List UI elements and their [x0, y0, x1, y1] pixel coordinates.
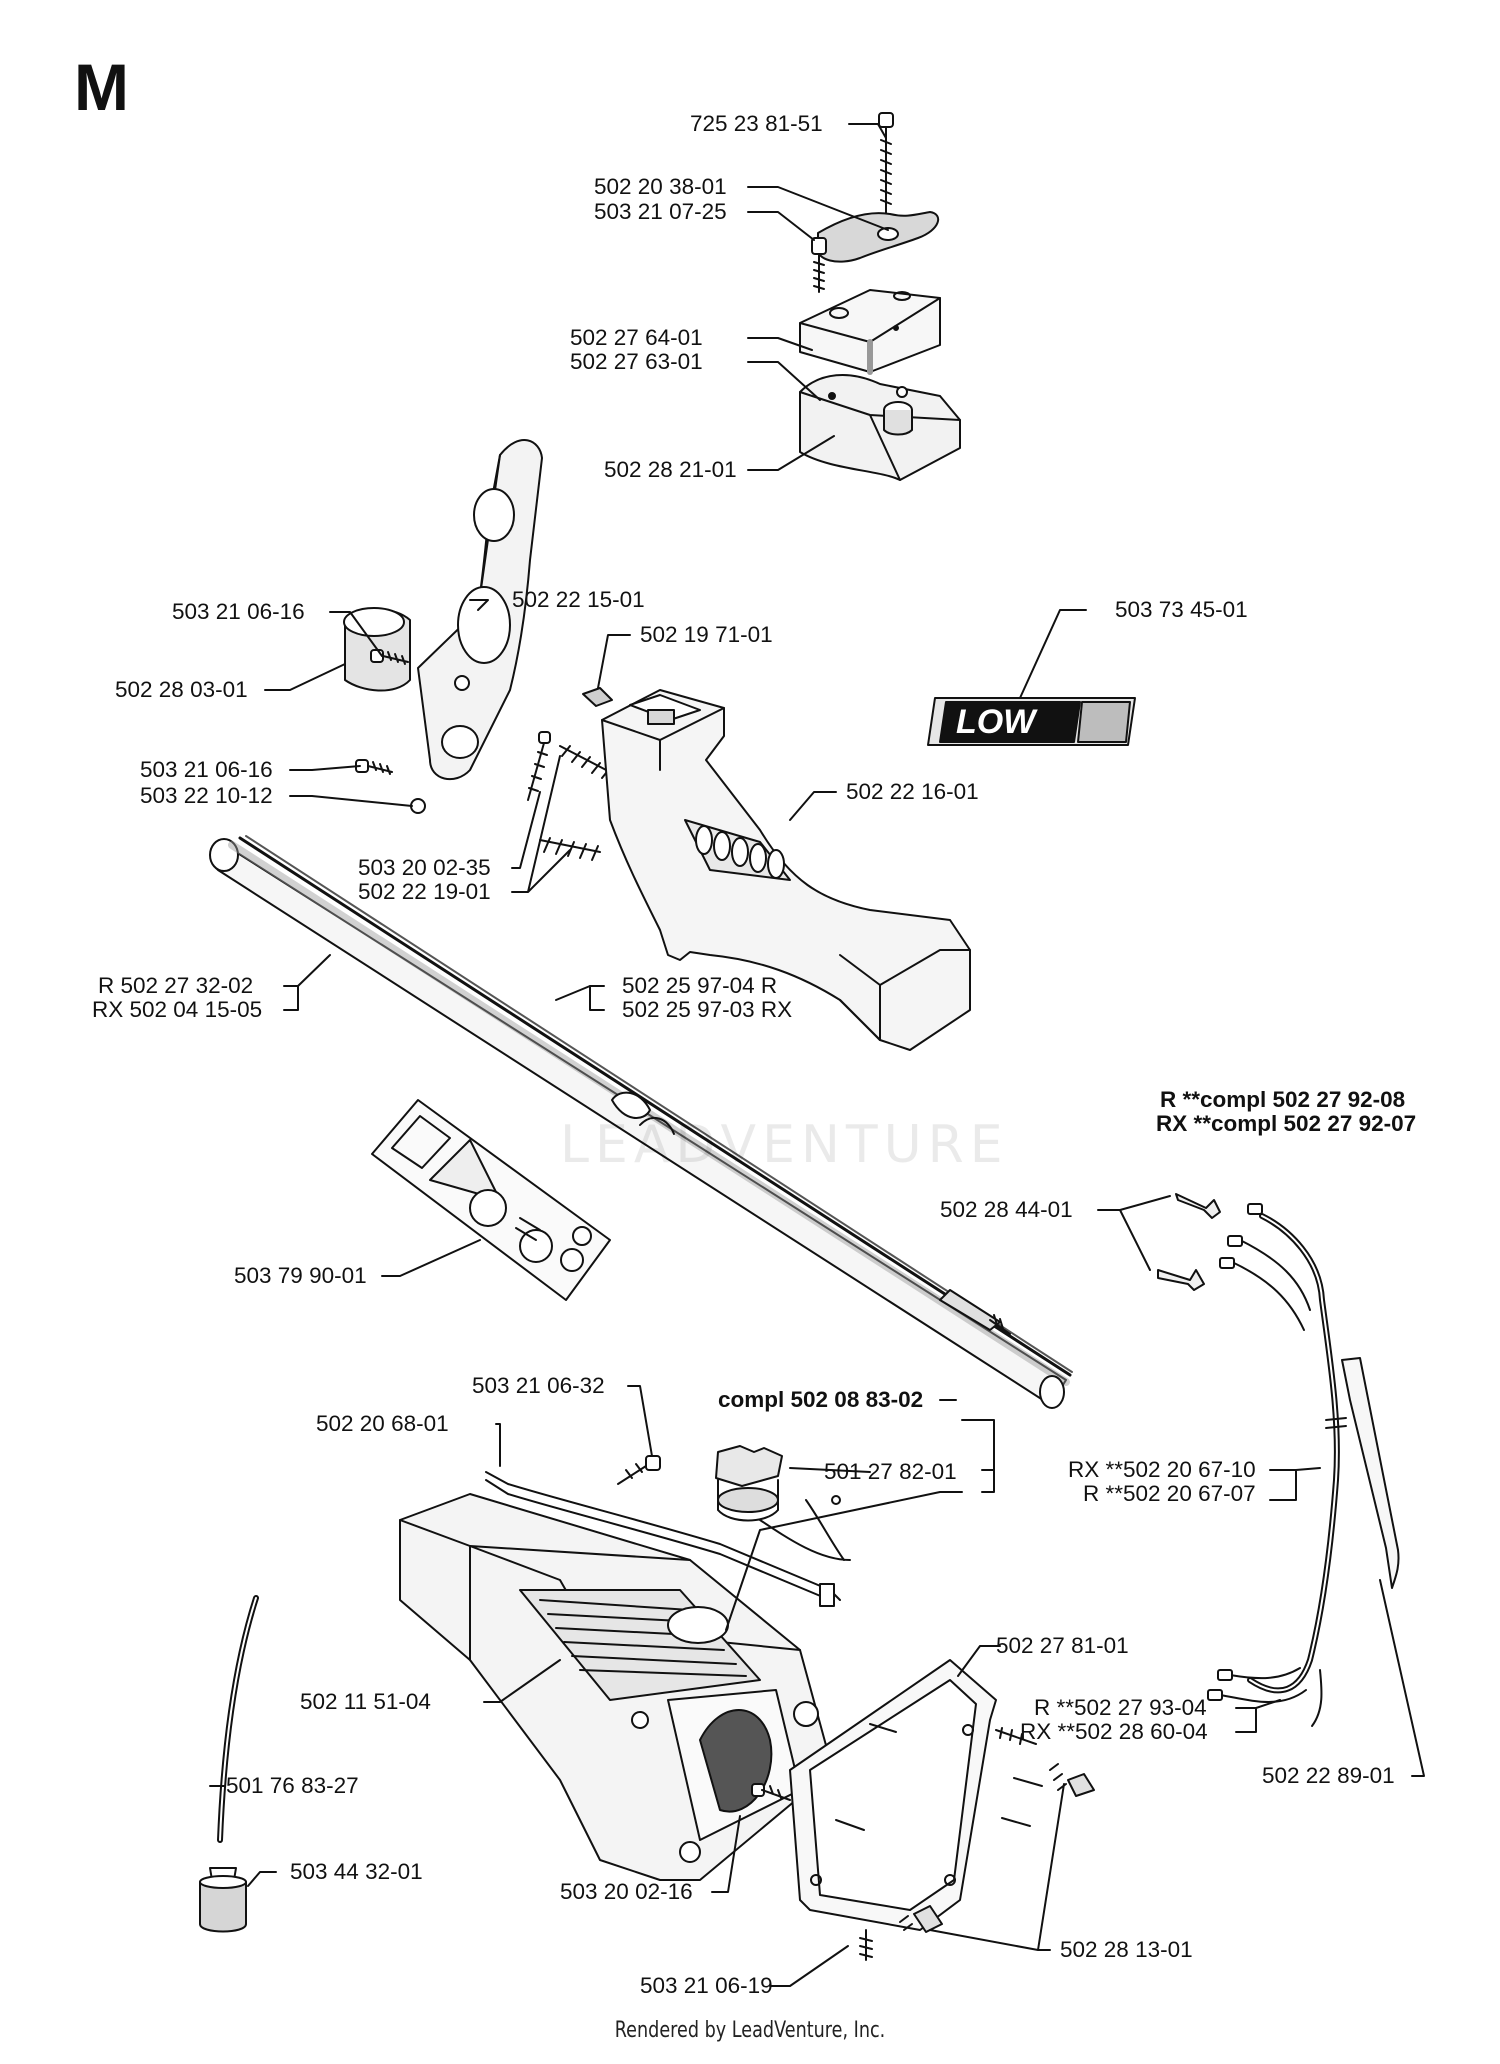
label-502259703: 502 25 97-03 RX: [622, 997, 793, 1022]
footer-credit: Rendered by LeadVenture, Inc.: [614, 2018, 886, 2043]
wing-knob: [816, 211, 940, 263]
label-502206707: R **502 20 67-07: [1083, 1481, 1256, 1506]
screw-503210632: [617, 1455, 661, 1485]
engine-housing-502115104: [399, 1493, 831, 1881]
gasket-502278101: [789, 1659, 997, 1931]
springs-502221901: [539, 745, 611, 861]
label-502279304: R **502 27 93-04: [1034, 1695, 1207, 1720]
label-502281301: 502 28 13-01: [1060, 1937, 1193, 1962]
label-503200216: 503 20 02-16: [560, 1879, 693, 1904]
label-502197101: 502 19 71-01: [640, 622, 773, 647]
section-letter: M: [74, 50, 129, 124]
label-502276401: 502 27 64-01: [570, 325, 703, 350]
label-502221901: 502 22 19-01: [358, 879, 491, 904]
label-502221601: 502 22 16-01: [846, 779, 979, 804]
label-502206710: RX **502 20 67-10: [1068, 1457, 1256, 1482]
bolt-725238151: [878, 112, 894, 226]
label-502278101: 502 27 81-01: [996, 1633, 1129, 1658]
label-503210632: 503 21 06-32: [472, 1373, 605, 1398]
screw-503200235: [527, 731, 551, 801]
label-502041505: RX 502 04 15-05: [92, 997, 263, 1022]
label-compl-r: R **compl 502 27 92-08: [1160, 1087, 1406, 1112]
nut-503221012: [410, 798, 426, 814]
label-725238151: 725 23 81-51: [690, 111, 823, 136]
label-503210725: 503 21 07-25: [594, 199, 727, 224]
fuel-cap-501278201: [715, 1445, 851, 1561]
label-502221501: 502 22 15-01: [512, 587, 645, 612]
screw-503210616b: [355, 759, 393, 775]
drive-shaft-tube: [209, 835, 1073, 1409]
fuel-line-501768327: [217, 1595, 259, 1843]
screw-503200216: [751, 1783, 791, 1801]
mounts-502281301: [899, 1763, 1095, 1933]
throttle-cable-502206801: [485, 1471, 841, 1607]
label-502206801: 502 20 68-01: [316, 1411, 449, 1436]
label-502286004: RX **502 28 60-04: [1020, 1719, 1208, 1744]
decal-503799001: [371, 1099, 611, 1301]
label-503734501: 503 73 45-01: [1115, 597, 1248, 622]
label-502276301: 502 27 63-01: [570, 349, 703, 374]
logo-decal-503734501: [927, 697, 1136, 746]
inner-shaft: [939, 1289, 1011, 1335]
clamp-upper: [799, 289, 941, 375]
nut-502197101: [582, 687, 613, 707]
label-502284401: 502 28 44-01: [940, 1197, 1073, 1222]
label-compl-cap: compl 502 08 83-02: [718, 1387, 924, 1412]
label-503221012: 503 22 10-12: [140, 783, 273, 808]
label-501768327: 501 76 83-27: [226, 1773, 359, 1798]
connectors-502284401: [1157, 1193, 1221, 1291]
label-502280301: 502 28 03-01: [115, 677, 248, 702]
label-compl-rx: RX **compl 502 27 92-07: [1156, 1111, 1417, 1136]
label-503799001: 503 79 90-01: [234, 1263, 367, 1288]
clamp-lower: [799, 374, 961, 481]
label-502259704: 502 25 97-04 R: [622, 973, 778, 998]
label-503210619: 503 21 06-19: [640, 1973, 773, 1998]
handle-bracket: [417, 439, 543, 780]
label-503443201: 503 44 32-01: [290, 1859, 423, 1884]
label-502115104: 502 11 51-04: [300, 1689, 431, 1714]
label-503210616a: 503 21 06-16: [172, 599, 305, 624]
watermark: LEADVENTURE: [560, 1115, 1009, 1175]
label-502228901: 502 22 89-01: [1262, 1763, 1395, 1788]
logo-text: LOW: [956, 703, 1036, 741]
screws-503210619: [835, 1723, 1043, 1961]
label-503210616b: 503 21 06-16: [140, 757, 273, 782]
wiring-harness: [1207, 1203, 1347, 1727]
label-502273202: R 502 27 32-02: [98, 973, 254, 998]
conduit-502228901: [1341, 1357, 1400, 1589]
screw-503210725: [811, 237, 827, 293]
label-502203801: 502 20 38-01: [594, 174, 727, 199]
handle-housing-502221601: [601, 689, 971, 1051]
label-503200235: 503 20 02-35: [358, 855, 491, 880]
label-502282101: 502 28 21-01: [604, 457, 737, 482]
label-501278201: 501 27 82-01: [824, 1459, 957, 1484]
fuel-filter-503443201: [199, 1867, 247, 1933]
